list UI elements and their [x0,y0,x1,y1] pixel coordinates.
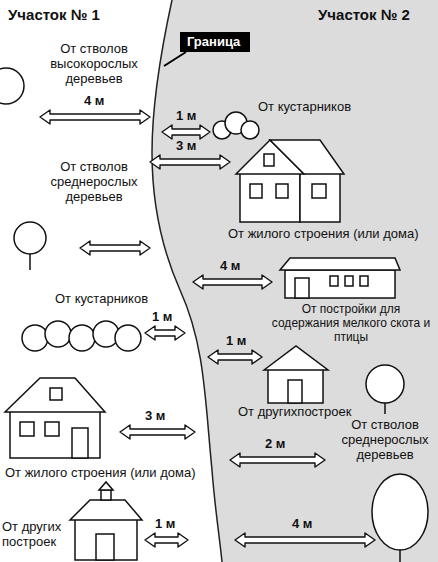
boundary-tag: Граница [180,32,250,52]
window [360,276,368,286]
house-roof [270,140,344,174]
caption-text: От жилого строения (или дома) [228,227,419,242]
tree-crown [0,68,24,104]
caption-text: От постройки для содержания мелкого скот… [268,303,434,344]
caption-text: От стволов среднерослых деревьев [35,160,153,205]
barn-wall [285,270,395,298]
distance-arrow [120,425,195,439]
distance-value: 4 м [84,94,104,109]
window [50,388,62,400]
shrub [115,325,141,351]
shrub [241,121,259,139]
tree-crown [14,222,46,254]
door [288,380,302,403]
distance-arrow [40,110,150,124]
caption-text: От стволов высокорослых деревьев [35,42,153,87]
distance-arrow [230,453,325,467]
window [345,276,353,286]
window [276,184,288,198]
distance-value: 2 м [265,437,285,452]
shrub [22,325,48,351]
house-wall [10,410,100,458]
house-roof [5,378,105,412]
building-roof [70,500,142,520]
distance-arrow [80,241,150,255]
distance-arrow [208,350,262,364]
distance-value: 3 м [145,409,165,424]
tag-text: Граница [187,34,243,50]
distance-value: 3 м [176,139,196,154]
shed-wall [268,368,323,403]
distance-arrow [193,275,272,289]
cupola-roof [99,482,113,490]
door [96,534,114,560]
distance-arrow [150,155,230,169]
window [20,422,34,436]
distance-value: 4 м [220,259,240,274]
plot-title: Участок № 1 [8,6,100,23]
house-wall [300,172,340,222]
caption-text: От кустарников [55,292,148,307]
tree-crown [366,365,404,403]
door [295,278,309,298]
cupola [101,490,111,500]
window [264,154,274,166]
house-wall [240,172,300,222]
caption-text: От кустарников [258,100,351,115]
caption-text: От других построек [2,520,70,550]
shed-roof [264,346,328,370]
window [250,184,262,198]
window [45,422,59,436]
building-wall [75,518,137,560]
distance-value: 1 м [155,517,175,532]
shrub [69,325,95,351]
distance-value: 1 м [226,334,246,349]
caption-text: От жилого строения (или дома) [5,466,196,481]
distance-arrow [235,533,375,547]
distance-arrow [145,326,185,340]
shrub [45,321,71,347]
plot-title: Участок № 2 [318,6,410,23]
window [330,276,338,286]
distance-value: 1 м [152,310,172,325]
leader-line [164,52,186,66]
window [312,184,326,198]
door [72,428,88,458]
caption-text: От другихпостроек [238,405,351,420]
barn-roof [280,258,400,270]
distance-arrow [145,533,188,547]
distance-arrow [162,125,210,139]
tree-crown [372,474,428,550]
distance-value: 4 м [292,517,312,532]
caption-text: От стволов среднерослых деревьев [335,418,435,463]
distance-value: 1 м [176,109,196,124]
